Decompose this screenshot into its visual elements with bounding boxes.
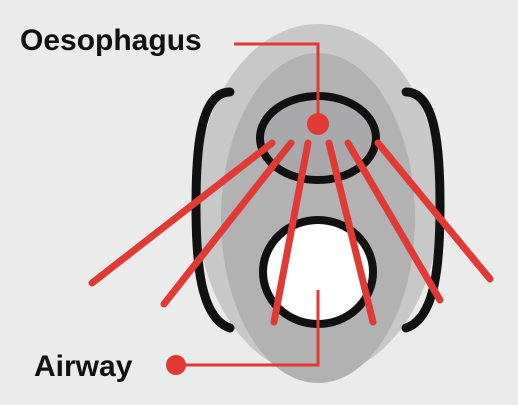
airway-label: Airway <box>34 352 132 382</box>
oesophagus-label: Oesophagus <box>20 26 202 56</box>
airway-marker-dot <box>166 355 186 375</box>
oesophagus-marker-dot <box>307 113 329 135</box>
